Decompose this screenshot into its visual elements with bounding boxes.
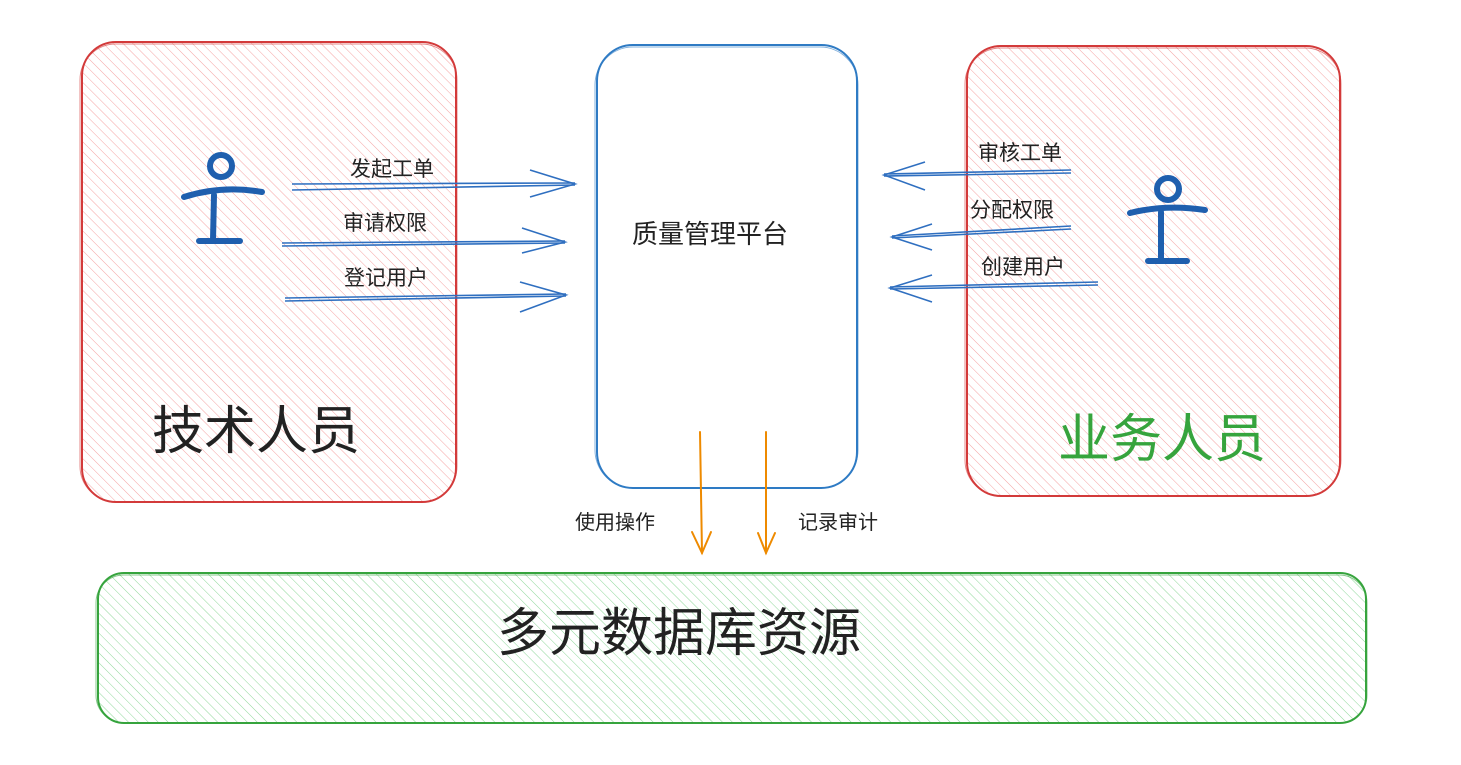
action-label-submit-ticket: 发起工单 [350, 157, 434, 181]
biz-group [964, 45, 1342, 497]
biz-group-title: 业务人员 [1058, 410, 1266, 470]
arrow-register-user [284, 281, 569, 313]
down-label-use-operation: 使用操作 [575, 510, 655, 534]
action-label-register-user: 登记用户 [344, 266, 428, 290]
action-label-request-permission: 审请权限 [343, 211, 427, 235]
arrow-create-user [887, 274, 1099, 303]
action-label-assign-permission: 分配权限 [970, 198, 1054, 222]
action-label-create-user: 创建用户 [981, 255, 1065, 279]
platform-box [594, 44, 859, 489]
database-box [95, 572, 1368, 724]
tech-group [79, 41, 458, 503]
platform-title: 质量管理平台 [632, 220, 788, 250]
tech-arrows [281, 169, 578, 313]
stick-figure-icon [181, 152, 265, 244]
tech-group-title: 技术人员 [152, 402, 360, 462]
down-label-audit-record: 记录审计 [798, 510, 878, 534]
arrow-review-ticket [881, 161, 1072, 191]
biz-arrows [881, 161, 1099, 303]
arrow-assign-permission [889, 223, 1072, 251]
action-label-review-ticket: 审核工单 [978, 141, 1062, 165]
down-arrows [691, 431, 776, 556]
arrow-audit-record [757, 431, 776, 556]
database-title: 多元数据库资源 [497, 604, 861, 664]
arrow-submit-ticket [291, 169, 578, 198]
stick-figure-icon [1127, 175, 1208, 264]
arrow-use-operation [691, 431, 712, 556]
arrow-request-permission [281, 227, 568, 254]
